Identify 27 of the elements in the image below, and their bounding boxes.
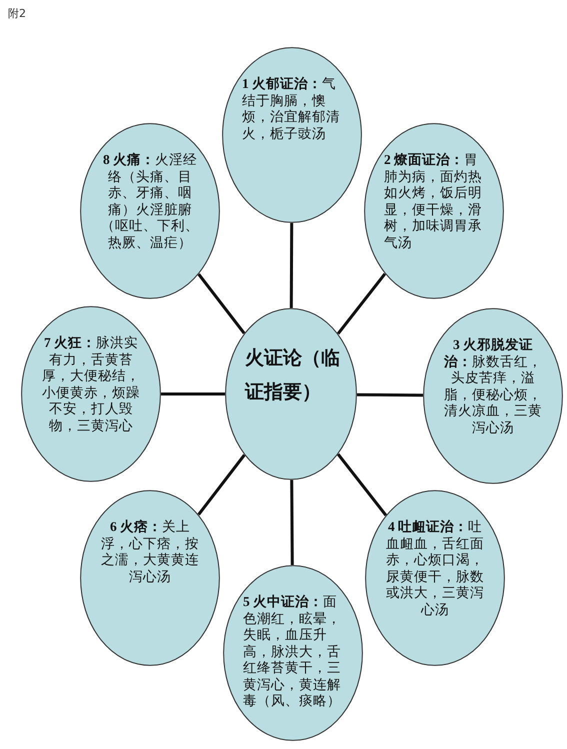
oval-node [80,490,220,666]
node-text: 6 火痞：关上浮，心下痞，按之濡，大黄黄连泻心汤 [100,519,200,585]
connector-line [161,392,225,396]
corner-label: 附2 [8,6,26,21]
connector-line [290,223,294,308]
oval-node [223,565,363,741]
connector-line [356,393,424,397]
oval-node [364,123,504,299]
connector-line [336,272,386,335]
node-text: 4 吐衄证治：吐血衄血，舌红面赤，心烦口渴，尿黄便干，脉数或洪大，三黄泻心汤 [385,519,485,618]
oval-node [80,123,220,299]
oval-node [21,306,161,482]
node-text: 2 燎面证治：胃肺为病，面灼热如火烤，饭后明显，便干燥，滑树，加味调胃承气汤 [384,152,483,251]
connector-line [198,273,246,334]
node-text: 3 火邪脱发证治：脉数舌红，头皮苦痒，溢脂，便秘心烦，清火凉血，三黄泻心汤 [443,337,543,436]
oval-node [423,308,563,484]
hub-oval [225,308,357,480]
node-text: 8 火痛：火淫经络（头痛、目赤、牙痛、咽痛）火淫脏腑（呕吐、下利、热厥、温疟） [100,152,200,251]
node-text: 5 火中证治：面色潮红，眩晕，失眠，血压升高，脉洪大，舌红绛苔黄干，三黄泻心，黄连解毒（风、痰略） [243,594,342,710]
node-text: 火证论（临证指要） [245,347,341,405]
node-text: 1 火郁证治：气结于胸膈，懊烦，治宜解郁清火，栀子豉汤 [242,76,341,142]
connector-line [336,453,388,516]
node-text: 7 火狂：脉洪实有力，舌黄苔厚，大便秘结，小便黄赤，烦躁不安，打人毁物，三黄泻心 [41,335,141,434]
connector-line [290,480,294,566]
oval-node [365,490,505,666]
connector-line [197,454,246,516]
oval-node [222,47,362,223]
